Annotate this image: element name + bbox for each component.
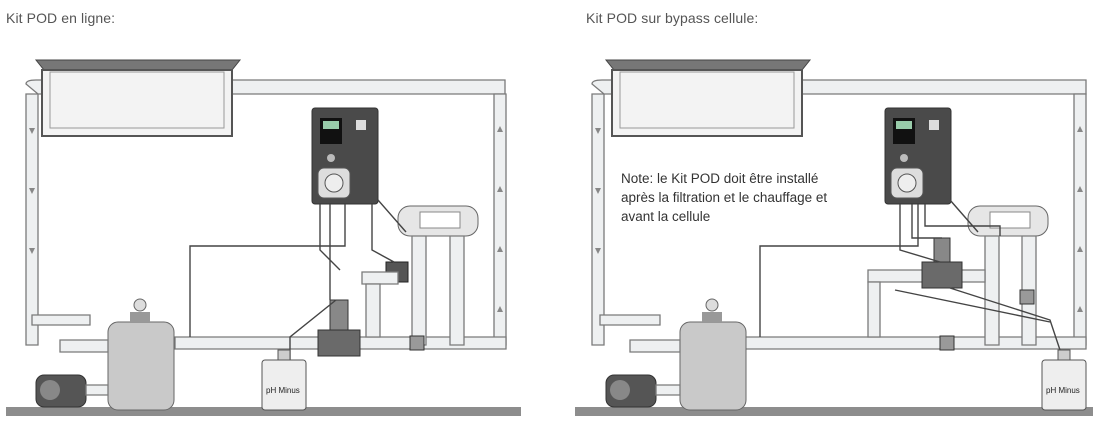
pod-kit-valve [317,329,361,357]
filter-tank [679,321,747,411]
ph-minus-label: pH Minus [266,386,300,395]
installation-note: Note: le Kit POD doit être installé aprè… [621,171,828,224]
pool-basin [41,69,233,137]
diagram-inline: pH Minus [6,59,521,416]
pool-basin [611,69,803,137]
pool-rim [34,59,242,71]
diagram-title-inline: Kit POD en ligne: [6,10,116,26]
floor [575,407,1093,416]
ph-minus-canister [261,359,307,411]
pod-kit-valve [921,261,963,289]
ph-minus-canister [1041,359,1087,411]
filter-tank [107,321,175,411]
floor [6,407,521,416]
ph-minus-label: pH Minus [1046,386,1080,395]
diagram-title-bypass: Kit POD sur bypass cellule: [586,10,759,26]
diagram-bypass: pH Minus [575,59,1093,416]
pipe-left-vertical [25,93,39,346]
